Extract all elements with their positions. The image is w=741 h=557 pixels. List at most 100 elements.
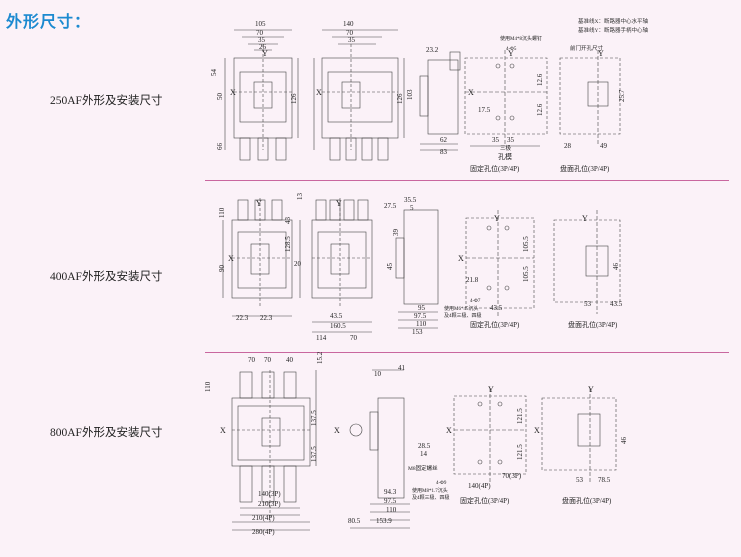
dim-text: 17.5	[478, 106, 491, 114]
dim-text: 22.3	[236, 314, 249, 322]
section-divider	[205, 352, 729, 353]
axis-label-y: Y	[488, 385, 494, 394]
400af-side-view	[403, 209, 439, 305]
dim-text: 43.5	[330, 312, 343, 320]
axis-label-x: X	[468, 88, 474, 97]
dim-text: 70	[264, 356, 272, 364]
dim-text: 95	[418, 304, 426, 312]
dim-text: 160.5	[330, 322, 346, 330]
caption-fixing: 固定孔位(3P/4P)	[470, 164, 520, 173]
dim-text: 210(3P)	[258, 500, 281, 508]
250af-side-view	[427, 59, 459, 135]
250af-panel-cutout	[559, 57, 621, 135]
dim-text: 90	[218, 265, 226, 273]
dim-text: 12.6	[536, 103, 544, 116]
dim-text: 280(4P)	[252, 528, 275, 536]
legend-ref-y: 基准线Y：断路器手柄中心轴	[578, 28, 648, 34]
dim-text: 孔模	[498, 152, 512, 161]
note-text: 4-Φ5	[506, 47, 517, 52]
400af-front-3p-body	[231, 219, 293, 299]
dim-text: 46	[612, 263, 620, 271]
axis-label-y: Y	[256, 199, 262, 208]
dim-text: 153.9	[376, 517, 392, 525]
250af-front-4p-body	[321, 57, 399, 139]
dim-text: 53	[584, 300, 592, 308]
400af-panel-cutout	[553, 219, 621, 303]
dim-text: 66	[216, 143, 224, 151]
dim-text: 43	[284, 217, 292, 225]
axis-label-y: Y	[582, 214, 588, 223]
dim-text: 13	[296, 193, 304, 201]
400af-front-4p-body	[311, 219, 373, 299]
axis-label-y: Y	[508, 49, 514, 58]
note-text: 使用M4*8沉头螺钉	[500, 35, 542, 42]
dim-text: 43.5	[490, 304, 503, 312]
dim-text: 21.8	[466, 276, 479, 284]
dim-text: 35	[507, 136, 515, 144]
caption-panel: 盘面孔位(3P/4P)	[560, 164, 610, 173]
legend-ref-x: 基准线X：断路器中心水平轴	[578, 19, 648, 25]
dim-text: 121.5	[516, 444, 524, 460]
dim-text: 45	[386, 263, 394, 271]
dim-text: 83	[440, 148, 448, 156]
dim-text: 14	[420, 450, 428, 458]
page-title: 外形尺寸：	[6, 12, 92, 31]
axis-label-y: Y	[494, 214, 500, 223]
dim-text: 23.2	[426, 46, 439, 54]
axis-label-y: Y	[336, 199, 342, 208]
dim-text: 94.3	[384, 488, 397, 496]
dim-text: 110	[416, 320, 427, 328]
dim-text: 121.5	[516, 408, 524, 424]
800af-side-view	[377, 397, 405, 499]
dim-text: 70	[350, 334, 358, 342]
dim-text: 80.5	[348, 517, 361, 525]
dim-text: 110	[218, 207, 226, 218]
dim-text: 25.7	[618, 89, 626, 102]
dim-text: 15.2	[316, 351, 324, 364]
axis-label-y: Y	[598, 49, 604, 58]
note-text: 及4颗三极、四极	[412, 494, 450, 501]
note-text: 及4颗三极、四极	[444, 312, 482, 319]
dim-text: 54	[210, 69, 218, 77]
dim-text: 70	[256, 29, 264, 37]
note-text: 使用M6*45沉头	[444, 305, 478, 312]
axis-label-x: X	[534, 426, 540, 435]
axis-label-y: Y	[588, 385, 594, 394]
250af-fixing-template	[464, 57, 548, 135]
dim-text: 105	[255, 20, 266, 28]
dim-text: 105.5	[522, 266, 530, 282]
800af-panel-cutout	[541, 397, 617, 471]
dim-text: 43.5	[610, 300, 623, 308]
dim-text: 5	[410, 204, 414, 212]
dim-text: 97.5	[384, 497, 397, 505]
row-label-800af: 800AF外形及安装尺寸	[50, 427, 163, 439]
dim-text: 28.5	[418, 442, 431, 450]
caption-fixing: 固定孔位(3P/4P)	[470, 320, 520, 329]
note-text: 使用M8*1.7沉头	[412, 487, 448, 494]
caption-fixing: 固定孔位(3P/4P)	[460, 496, 510, 505]
row-label-400af: 400AF外形及安装尺寸	[50, 271, 163, 283]
dim-text: 153	[412, 328, 423, 336]
dim-text: 12.6	[536, 73, 544, 86]
dim-text: 35.5	[404, 196, 417, 204]
dim-text: 三极	[500, 144, 512, 152]
axis-label-x: X	[230, 88, 236, 97]
note-text: 4-Φ9	[436, 481, 447, 486]
dim-text: 53	[576, 476, 584, 484]
dim-text: 110	[204, 381, 212, 392]
note-text: M8固定螺丝	[408, 464, 438, 472]
dim-text: 70	[248, 356, 256, 364]
dim-text: 126	[290, 93, 298, 104]
dim-text: 28	[564, 142, 572, 150]
400af-fixing-template	[465, 217, 535, 309]
dim-text: 105.5	[522, 236, 530, 252]
note-text: 前门开孔尺寸	[570, 44, 604, 52]
note-text: 4-Φ7	[470, 299, 481, 304]
axis-label-x: X	[334, 426, 340, 435]
axis-label-x: X	[220, 426, 226, 435]
dim-text: 22.3	[260, 314, 273, 322]
dim-text: 128.5	[284, 236, 292, 252]
800af-front-3p-body	[231, 397, 311, 467]
axis-label-x: X	[458, 254, 464, 263]
